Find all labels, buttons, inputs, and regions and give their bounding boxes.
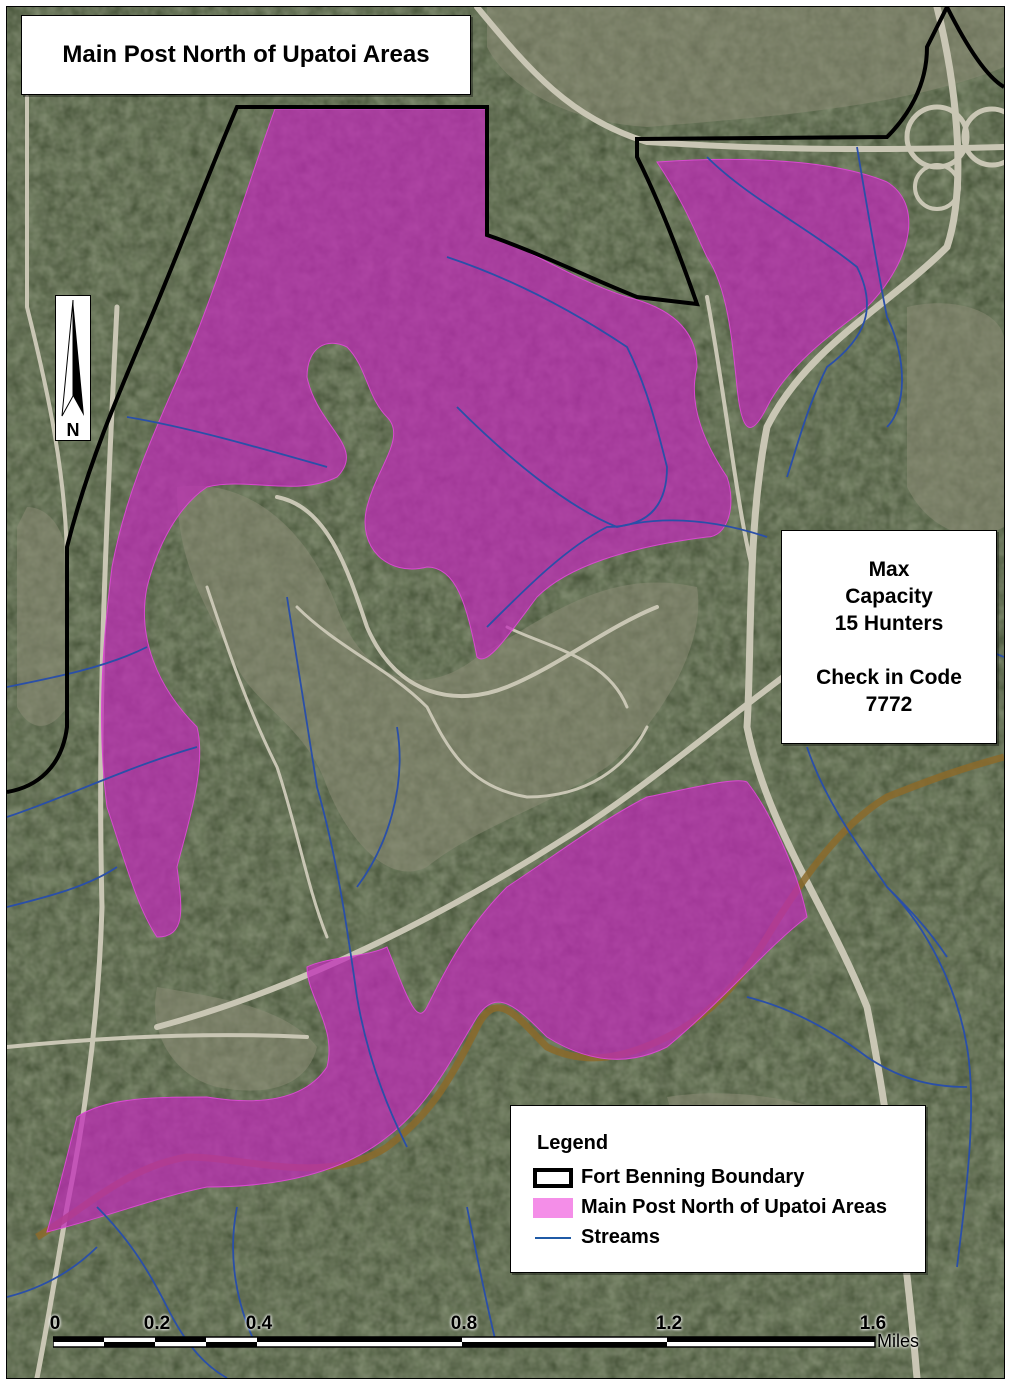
check-in-code: 7772 [865,693,913,716]
scale-bar-graphic [53,1336,876,1348]
scale-tick-0-2: 0.2 [143,1313,171,1334]
capacity-info-box: Max Capacity 15 Hunters Check in Code 77… [781,530,997,744]
scale-tick-1-6: 1.6 [859,1313,887,1334]
hunting-area-south[interactable] [46,780,808,1233]
legend-item-boundary: Fort Benning Boundary [533,1166,804,1189]
legend-item-streams: Streams [533,1226,660,1249]
streams [7,146,1004,1378]
hunting-area-northeast[interactable] [656,158,910,428]
hunting-area-northwest[interactable] [101,108,732,938]
hunting-area-symbol-icon [533,1197,573,1218]
legend-label-boundary: Fort Benning Boundary [581,1166,805,1188]
roads [7,7,1004,1378]
stream-symbol-icon [533,1228,573,1248]
scale-unit: Miles [877,1331,920,1351]
hunting-areas[interactable] [46,108,910,1233]
capacity-line-max: Max [868,558,910,581]
legend-item-hunting-area: Main Post North of Upatoi Areas [533,1196,887,1219]
check-in-label: Check in Code [816,666,962,689]
map-title-box: Main Post North of Upatoi Areas [21,15,471,95]
legend: Legend Fort Benning Boundary Main Post N… [510,1105,926,1273]
legend-label-streams: Streams [581,1226,660,1248]
map-title: Main Post North of Upatoi Areas [62,41,430,68]
map-frame: Main Post North of Upatoi Areas N Max Ca… [6,6,1005,1379]
legend-label-hunting-area: Main Post North of Upatoi Areas [581,1196,887,1218]
north-arrow-icon: N [61,299,84,440]
scale-tick-0: 0 [49,1313,61,1334]
boundary-symbol-icon [533,1167,573,1188]
scale-bar: 0 0.2 0.4 0.8 1.2 1.6 Miles [47,1305,947,1355]
legend-title: Legend [537,1132,609,1154]
north-arrow: N [55,295,91,441]
fort-benning-boundary-corner [945,7,1004,89]
scale-tick-0-4: 0.4 [245,1313,273,1334]
scale-tick-0-8: 0.8 [450,1313,478,1334]
north-letter: N [67,420,80,440]
capacity-line-capacity: Capacity [845,585,933,608]
scale-tick-1-2: 1.2 [655,1313,683,1334]
fort-benning-boundary [7,7,949,794]
capacity-line-hunters: 15 Hunters [834,612,944,635]
